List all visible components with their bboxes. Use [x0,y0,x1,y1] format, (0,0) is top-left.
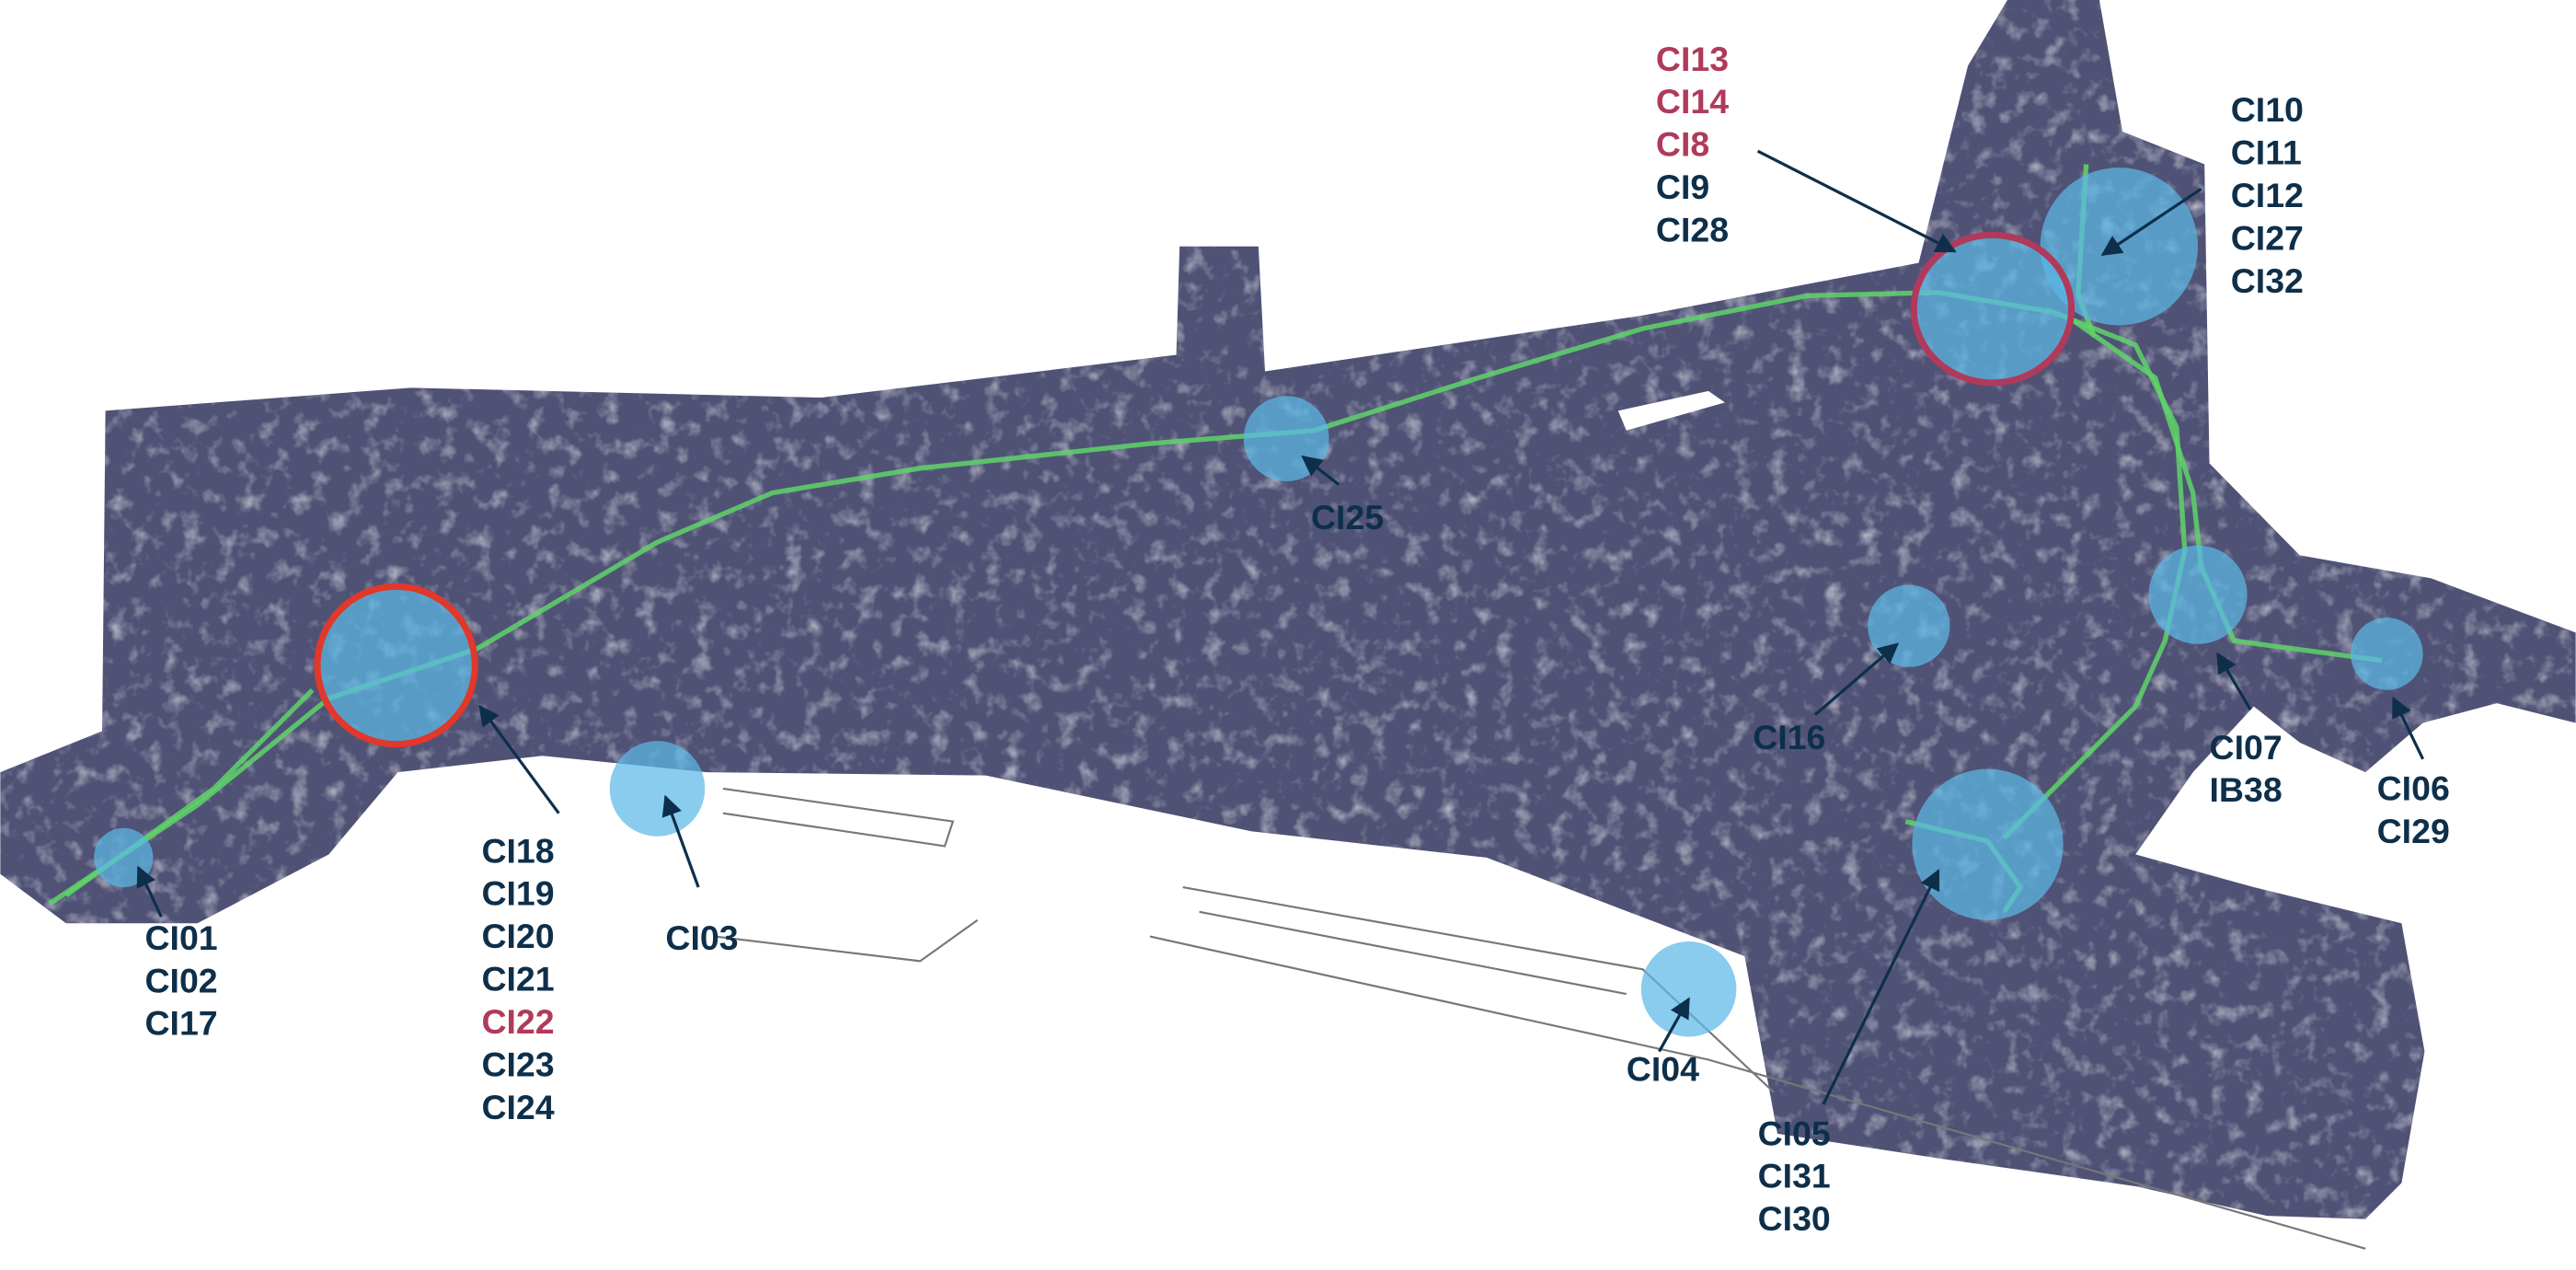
arrow-ci16 [1814,642,1900,716]
zone-label: CI02 [144,961,217,999]
arrow-ci10 [2100,187,2202,257]
zone-ci06 [2351,618,2423,690]
zone-label: CI24 [481,1088,554,1126]
route-branch-b [2071,318,2383,664]
zone-label: CI8 [1656,125,1709,164]
label-group-ci25: CI25 [1311,498,1384,537]
zone-label: CI22 [481,1002,554,1041]
port-infrastructure [714,787,2366,1250]
arrow-ci25 [1301,455,1340,486]
zone-ci16 [1868,584,1950,667]
arrow-ci07 [2216,652,2252,711]
zone-label: CI03 [665,918,738,957]
zone-label: CI27 [2231,218,2304,257]
label-group-ci04: CI04 [1627,1050,1699,1089]
zone-label: CI28 [1656,210,1729,248]
zone-label: CI9 [1656,167,1709,206]
zone-label: CI29 [2377,812,2450,850]
zone-label: CI05 [1758,1114,1831,1152]
arrow-ci01 [136,865,163,918]
zone-ci18 [314,583,478,748]
zone-label: CI31 [1758,1157,1831,1195]
zone-label: CI13 [1656,40,1729,78]
zone-label: CI07 [2210,728,2283,767]
zone-ci03 [609,741,706,837]
arrow-ci13 [1756,149,1957,253]
arrow-ci04 [1658,997,1691,1053]
zone-ci07 [2148,545,2248,644]
zone-label: CI06 [2377,768,2450,807]
zone-label: CI17 [144,1004,217,1043]
zone-label: CI01 [144,918,217,957]
zone-ci13 [1910,231,2076,387]
zone-label: CI19 [481,874,554,913]
zone-ci04 [1640,941,1737,1037]
leader-arrows [136,149,2425,1105]
zone-label: CI32 [2231,261,2304,300]
zone-label: CI11 [2231,133,2302,172]
zone-label: CI12 [2231,176,2304,214]
zone-label: CI14 [1656,82,1729,121]
arrow-ci06 [2392,696,2425,760]
lake [1617,390,1725,431]
arrow-ci03 [661,794,700,888]
zone-label: CI18 [481,831,554,870]
zone-label: CI04 [1627,1050,1699,1089]
zone-label: CI20 [481,917,554,955]
label-group-ci03: CI03 [665,918,738,957]
arrow-ci18 [478,704,560,814]
zone-label: IB38 [2210,770,2283,809]
label-group-ci16: CI16 [1753,718,1825,756]
zone-label: CI21 [481,960,554,999]
zone-label: CI30 [1758,1199,1831,1238]
zones [94,167,2423,1037]
zone-label: CI23 [481,1045,554,1083]
arrow-ci05 [1822,869,1940,1105]
zone-label: CI25 [1311,498,1384,537]
zone-label: CI16 [1753,718,1825,756]
zone-label: CI10 [2231,90,2304,129]
zone-ci05 [1912,768,2064,920]
